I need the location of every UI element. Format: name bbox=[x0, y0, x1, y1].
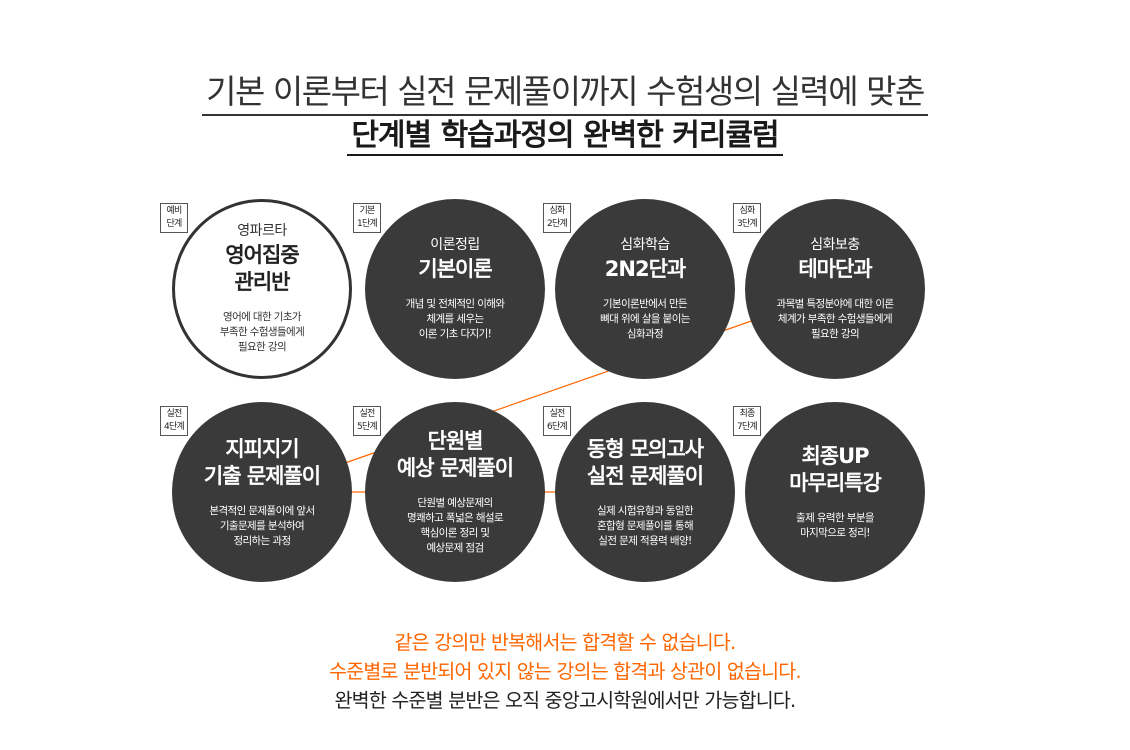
stage-3: 심화 3단계 심화보충 테마단과 과목별 특정분야에 대한 이론 체계가 부족한… bbox=[733, 199, 925, 379]
stage-circle: 이론정립 기본이론 개념 및 전체적인 이해와 체계를 세우는 이론 기초 다지… bbox=[365, 199, 545, 379]
stage-title: 단원별 예상 문제풀이 bbox=[396, 429, 514, 480]
stage-subtitle: 이론정립 bbox=[430, 236, 480, 253]
stage-description: 영어에 대한 기초가 부족한 수험생들에게 필요한 강의 bbox=[219, 311, 305, 353]
stage-2: 심화 2단계 심화학습 2N2단과 기본이론반에서 만든 뼈대 위에 살을 붙이… bbox=[543, 199, 735, 379]
stage-badge: 심화 3단계 bbox=[733, 203, 761, 233]
stage-badge: 예비 단계 bbox=[160, 203, 188, 233]
stage-circle: 최종UP 마무리특강 출제 유력한 부분을 마지막으로 정리! bbox=[745, 402, 925, 582]
stage-description: 과목별 특정분야에 대한 이론 체계가 부족한 수험생들에게 필요한 강의 bbox=[776, 297, 895, 340]
stage-1: 기본 1단계 이론정립 기본이론 개념 및 전체적인 이해와 체계를 세우는 이… bbox=[353, 199, 545, 379]
stage-subtitle: 심화보충 bbox=[810, 236, 860, 253]
stage-4: 실전 4단계 지피지기 기출 문제풀이 본격적인 문제풀이에 앞서 기출문제를 … bbox=[160, 402, 352, 582]
stage-title: 최종UP 마무리특강 bbox=[789, 444, 882, 495]
stage-title: 동형 모의고사 실전 문제풀이 bbox=[586, 436, 704, 488]
stage-badge: 최종 7단계 bbox=[733, 406, 761, 436]
stage-title: 영어집중 관리반 bbox=[225, 243, 299, 294]
stage-6: 실전 6단계 동형 모의고사 실전 문제풀이 실제 시험유형과 동일한 혼합형 … bbox=[543, 402, 735, 582]
heading: 기본 이론부터 실전 문제풀이까지 수험생의 실력에 맞춘 단계별 학습과정의 … bbox=[0, 72, 1130, 156]
stage-description: 출제 유력한 부분을 마지막으로 정리! bbox=[796, 512, 875, 539]
stage-title: 테마단과 bbox=[798, 256, 872, 281]
stage-circle: 지피지기 기출 문제풀이 본격적인 문제풀이에 앞서 기출문제를 분석하여 정리… bbox=[172, 402, 352, 582]
heading-line2: 단계별 학습과정의 완벽한 커리큘럼 bbox=[347, 116, 783, 156]
footer-message: 같은 강의만 반복해서는 합격할 수 없습니다. 수준별로 분반되어 있지 않는… bbox=[0, 628, 1130, 715]
stage-5: 실전 5단계 단원별 예상 문제풀이 단원별 예상문제의 명쾌하고 폭넓은 해설… bbox=[353, 402, 545, 582]
stage-circle: 심화학습 2N2단과 기본이론반에서 만든 뼈대 위에 살을 붙이는 심화과정 bbox=[555, 199, 735, 379]
stage-description: 실제 시험유형과 동일한 혼합형 문제풀이를 통해 실전 문제 적용력 배양! bbox=[596, 504, 694, 547]
stage-circle: 심화보충 테마단과 과목별 특정분야에 대한 이론 체계가 부족한 수험생들에게… bbox=[745, 199, 925, 379]
stage-circle: 동형 모의고사 실전 문제풀이 실제 시험유형과 동일한 혼합형 문제풀이를 통… bbox=[555, 402, 735, 582]
stage-7: 최종 7단계 최종UP 마무리특강 출제 유력한 부분을 마지막으로 정리! bbox=[733, 402, 925, 582]
stage-title: 2N2단과 bbox=[604, 256, 686, 281]
stage-badge: 실전 6단계 bbox=[543, 406, 571, 436]
stage-description: 단원별 예상문제의 명쾌하고 폭넓은 해설로 핵심이론 정리 및 예상문제 점검 bbox=[406, 497, 504, 554]
stage-badge: 심화 2단계 bbox=[543, 203, 571, 233]
stage-description: 개념 및 전체적인 이해와 체계를 세우는 이론 기초 다지기! bbox=[405, 297, 505, 340]
stage-title: 지피지기 기출 문제풀이 bbox=[203, 436, 321, 488]
footer-line3: 완벽한 수준별 분반은 오직 중앙고시학원에서만 가능합니다. bbox=[334, 689, 797, 712]
footer-line2: 수준별로 분반되어 있지 않는 강의는 합격과 상관이 없습니다. bbox=[329, 660, 802, 683]
stage-badge: 실전 5단계 bbox=[353, 406, 381, 436]
stage-circle: 단원별 예상 문제풀이 단원별 예상문제의 명쾌하고 폭넓은 해설로 핵심이론 … bbox=[365, 402, 545, 582]
stage-prep: 예비 단계 영파르타 영어집중 관리반 영어에 대한 기초가 부족한 수험생들에… bbox=[160, 199, 352, 379]
stage-title: 기본이론 bbox=[418, 256, 492, 281]
stage-badge: 실전 4단계 bbox=[160, 406, 188, 436]
stage-subtitle: 심화학습 bbox=[620, 236, 670, 253]
footer-line1: 같은 강의만 반복해서는 합격할 수 없습니다. bbox=[394, 631, 737, 654]
stage-subtitle: 영파르타 bbox=[237, 223, 287, 239]
stage-description: 기본이론반에서 만든 뼈대 위에 살을 붙이는 심화과정 bbox=[600, 297, 690, 340]
heading-line1: 기본 이론부터 실전 문제풀이까지 수험생의 실력에 맞춘 bbox=[202, 72, 928, 116]
stage-description: 본격적인 문제풀이에 앞서 기출문제를 분석하여 정리하는 과정 bbox=[209, 504, 315, 547]
stage-badge: 기본 1단계 bbox=[353, 203, 381, 233]
stage-circle: 영파르타 영어집중 관리반 영어에 대한 기초가 부족한 수험생들에게 필요한 … bbox=[172, 199, 352, 379]
